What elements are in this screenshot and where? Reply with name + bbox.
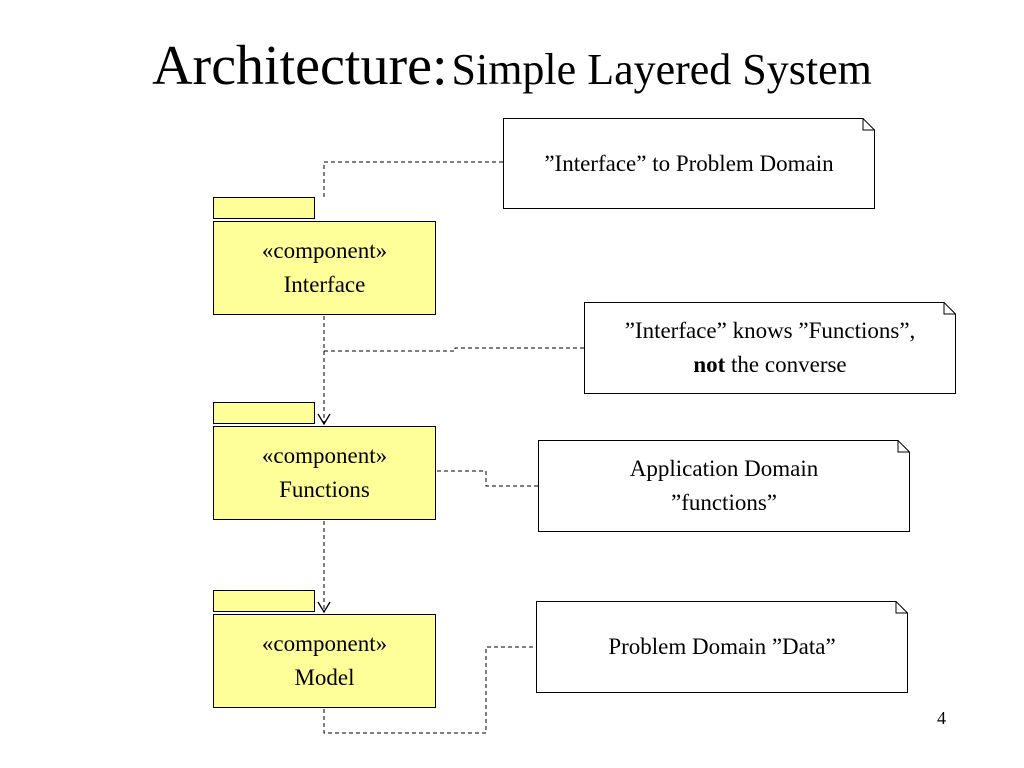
interface-note-text: ”Interface” to Problem Domain: [544, 150, 834, 176]
functions-note-line2: ”functions”: [670, 490, 777, 515]
model-component-tab: [213, 590, 315, 612]
functions-component: «component» Functions: [213, 426, 436, 520]
page-number: 4: [937, 708, 946, 728]
functions-component-tab: [213, 402, 315, 424]
functions-note-line1: Application Domain: [629, 456, 819, 481]
interface-note-link: [323, 161, 503, 197]
title-main: Architecture:: [152, 35, 448, 97]
knows-note-emphasis: not: [693, 352, 726, 377]
knows-note-line1: ”Interface” knows ”Functions”,: [624, 318, 916, 343]
model-note-link: [323, 646, 536, 734]
data-note: Problem Domain ”Data”: [536, 601, 908, 693]
knows-note-line2: not the converse: [693, 348, 846, 382]
note-frame: [503, 118, 875, 209]
component-name: Functions: [279, 477, 370, 502]
note-frame: [536, 601, 908, 693]
component-stereotype: «component»: [261, 631, 388, 656]
component-name: Model: [294, 665, 355, 690]
functions-note: Application Domain ”functions”: [538, 440, 910, 532]
functions-note-link: [437, 470, 538, 487]
component-name: Interface: [283, 272, 366, 297]
title-subtitle: Simple Layered System: [451, 45, 872, 94]
arrowhead-model: [317, 601, 331, 614]
knows-note-line2-rest: the converse: [725, 352, 847, 377]
knows-note-link: [324, 347, 584, 352]
note-frame: [584, 302, 956, 394]
component-stereotype: «component»: [261, 238, 388, 263]
interface-component: «component» Interface: [213, 221, 436, 315]
slide-title: Architecture: Simple Layered System: [0, 34, 1024, 98]
note-frame: [538, 440, 910, 532]
data-note-text: Problem Domain ”Data”: [608, 634, 836, 659]
model-component: «component» Model: [213, 614, 436, 708]
arrowhead-functions: [317, 413, 331, 426]
interface-note: ”Interface” to Problem Domain: [503, 118, 875, 209]
component-stereotype: «component»: [261, 443, 388, 468]
knows-note: ”Interface” knows ”Functions”, not the c…: [584, 302, 956, 394]
interface-component-tab: [213, 197, 315, 219]
